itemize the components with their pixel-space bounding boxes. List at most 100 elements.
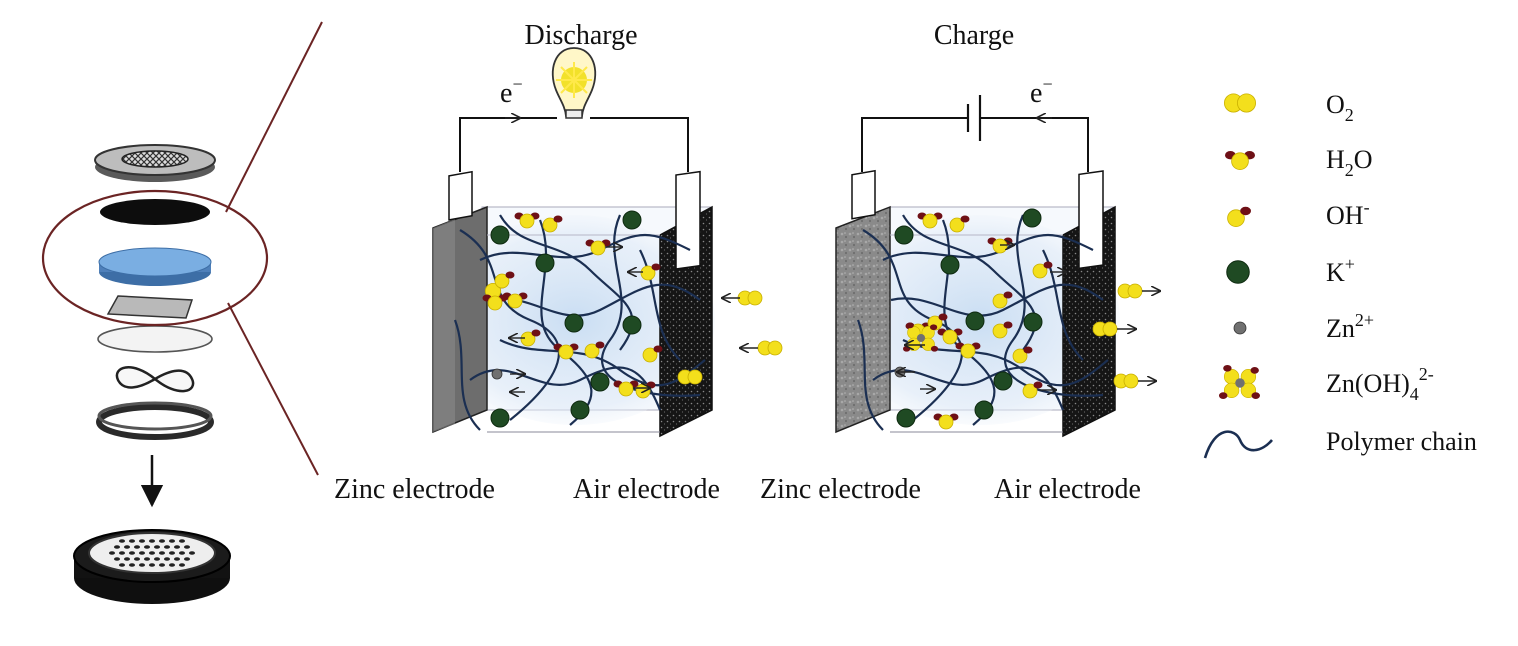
discharge-circuit-wire: [459, 117, 557, 172]
o2-molecule: [737, 290, 763, 306]
coin-cell-hole: [154, 545, 160, 549]
coin-cell-hole: [119, 539, 125, 543]
charge-title: Charge: [934, 20, 1014, 51]
discharge-zinc-electrode-label: Zinc electrode: [334, 474, 495, 505]
k-ion: [490, 225, 510, 245]
coin-cell-hole: [114, 545, 120, 549]
coin-cell-hole: [129, 563, 135, 567]
zincate-legend-icon: [1219, 364, 1260, 399]
k-ion: [564, 313, 584, 333]
oh-ion: [642, 345, 663, 363]
coin-cell-hole: [134, 545, 140, 549]
oh-ion: [1022, 381, 1043, 399]
coin-cell-hole: [139, 539, 145, 543]
h2o-molecule: [613, 380, 639, 397]
coin-cell-hole: [179, 539, 185, 543]
charge-zinc-tab: [851, 169, 876, 220]
oh-ion: [1012, 346, 1033, 364]
h2o-molecule: [917, 212, 943, 229]
k-ion: [535, 253, 555, 273]
discharge-cell: [432, 47, 783, 438]
legend-h2o-label: H2O: [1326, 145, 1373, 180]
charge-cell: [835, 95, 1160, 438]
coin-cell-spring: [115, 366, 195, 393]
coin-cell-hole: [109, 551, 115, 555]
coin-cell-hole: [169, 551, 175, 555]
coin-cell-hole: [159, 563, 165, 567]
o2-molecule: [1113, 373, 1139, 389]
k-ion: [490, 408, 510, 428]
k-ion: [1023, 312, 1043, 332]
oh-ion: [992, 321, 1013, 339]
coin-cell-assembled: [73, 529, 231, 604]
coin-cell-hole: [184, 545, 190, 549]
k-legend-icon: [1226, 260, 1250, 284]
k-ion: [940, 255, 960, 275]
coin-cell-hole: [174, 557, 180, 561]
coin-cell-hole: [144, 545, 150, 549]
coin-cell-hole: [169, 563, 175, 567]
oh-ion: [992, 291, 1013, 309]
coin-cell-hole: [159, 539, 165, 543]
charge-circuit-wire: [861, 117, 968, 172]
k-ion: [622, 315, 642, 335]
coin-cell-hole: [119, 551, 125, 555]
polymer-chain-legend-icon: [1203, 430, 1273, 459]
o2-molecule: [757, 340, 783, 356]
coin-cell-hole: [149, 551, 155, 555]
discharge-air-electrode-label: Air electrode: [573, 474, 720, 505]
coin-cell-hole: [124, 557, 130, 561]
legend: O2 H2O OH- K+ Zn2+ Zn(OH)42- Polymer cha…: [1203, 90, 1477, 459]
oh-ion: [949, 215, 970, 233]
coin-cell-zinc-plate: [106, 295, 194, 319]
oh-ion: [520, 329, 541, 347]
coin-cell-spacer-disk: [97, 325, 213, 353]
charge-zinc-plate: [835, 205, 891, 434]
oh-ion: [542, 215, 563, 233]
k-ion: [570, 400, 590, 420]
coin-cell-hole: [144, 557, 150, 561]
k-ion: [974, 400, 994, 420]
coin-cell-top-cap: [94, 144, 216, 182]
polymer-chain: [856, 319, 884, 431]
o2-molecule: [1117, 283, 1143, 299]
zn-ion: [491, 368, 503, 380]
discharge-title: Discharge: [525, 20, 638, 51]
coin-cell-hole: [189, 551, 195, 555]
coin-cell-gasket-ring: [96, 401, 214, 440]
coin-cell-hole: [149, 563, 155, 567]
legend-o2-label: O2: [1326, 90, 1354, 125]
h2o-molecule: [937, 328, 963, 345]
coin-cell-air-cathode-disk: [100, 199, 210, 225]
coin-cell-hole: [124, 545, 130, 549]
charge-air-electrode-label: Air electrode: [994, 474, 1141, 505]
discharge-air-tab: [675, 170, 701, 270]
charge-ions: [894, 208, 1160, 430]
h2o-molecule: [482, 294, 508, 311]
polymer-chain: [639, 249, 681, 361]
charge-air-tab: [1078, 170, 1104, 270]
charge-electron-label: e−: [1030, 74, 1053, 109]
coin-cell-hole-grid: [109, 539, 195, 567]
zoom-line-bottom: [227, 302, 319, 476]
legend-polymer-label: Polymer chain: [1326, 427, 1477, 456]
legend-k-label: K+: [1326, 254, 1355, 287]
zoom-line-top: [225, 21, 323, 213]
k-ion: [622, 210, 642, 230]
charge-zinc-electrode-label: Zinc electrode: [760, 474, 921, 505]
k-ion: [965, 311, 985, 331]
coin-cell-hole: [134, 557, 140, 561]
legend-znoh-label: Zn(OH)42-: [1326, 364, 1434, 404]
k-ion: [993, 371, 1013, 391]
k-ion: [894, 225, 914, 245]
polymer-chain: [487, 283, 701, 317]
k-ion: [590, 372, 610, 392]
polymer-chain: [890, 283, 1104, 317]
coin-cell-hole: [149, 539, 155, 543]
h2o-molecule: [955, 342, 981, 359]
k-ion: [896, 408, 916, 428]
coin-cell-hole: [114, 557, 120, 561]
polymer-chain: [469, 366, 662, 411]
oh-ion: [1032, 261, 1053, 279]
